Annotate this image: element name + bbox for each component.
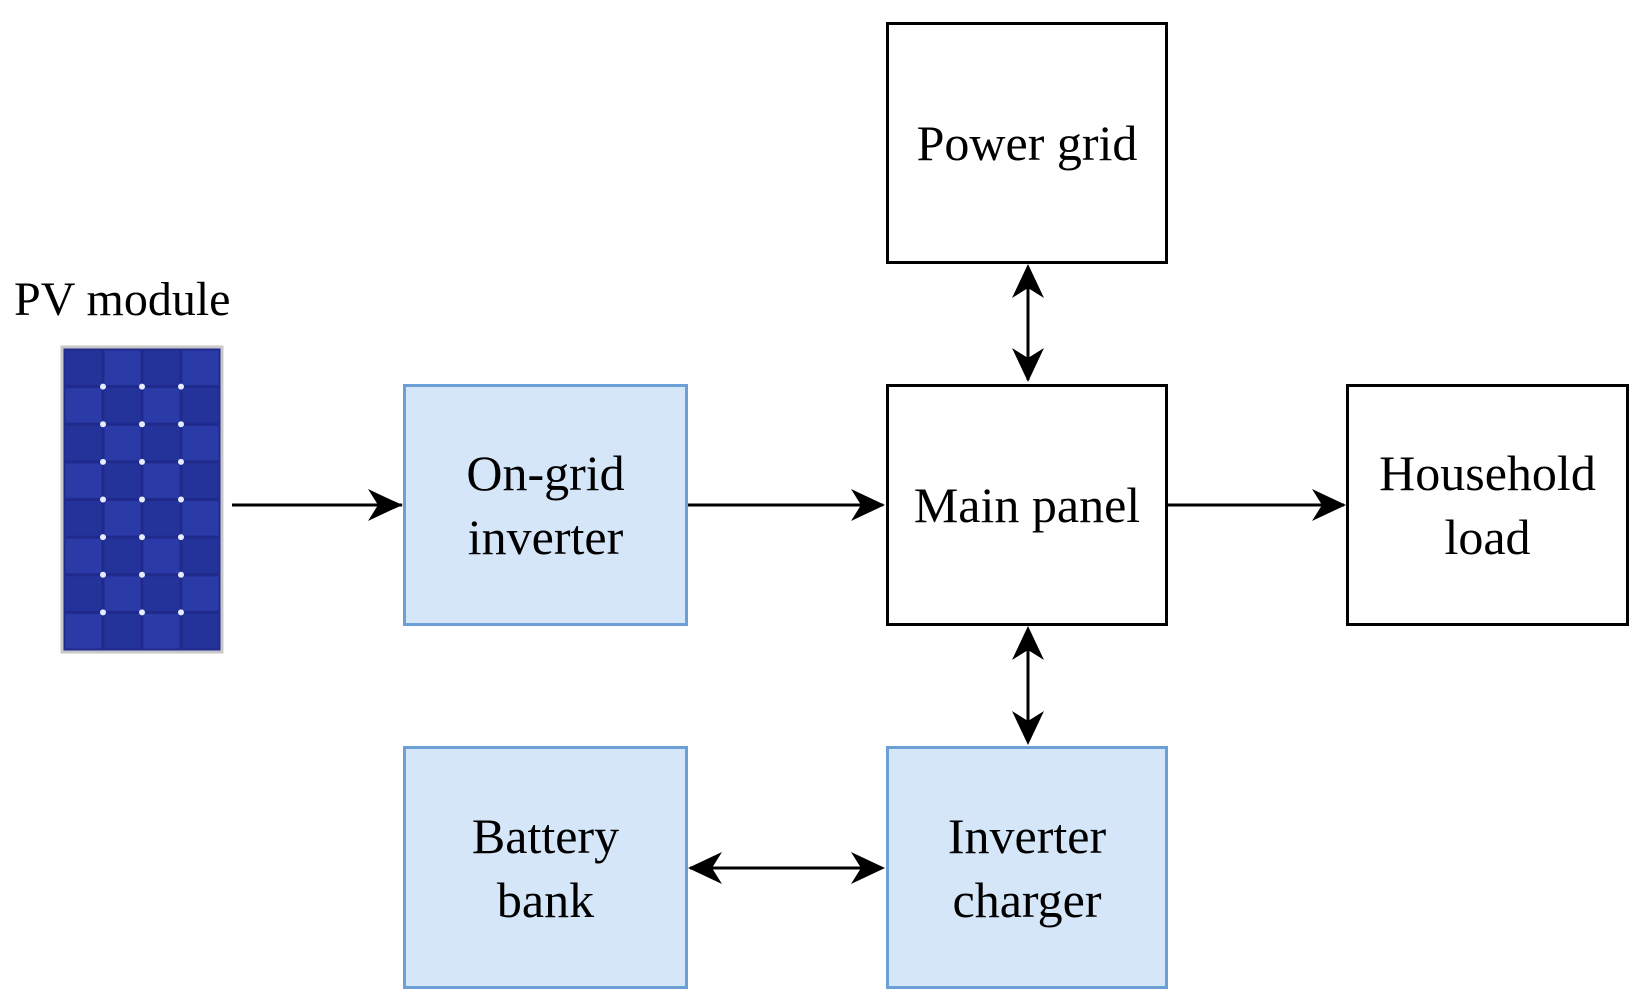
pv-cell xyxy=(65,613,102,649)
pv-cell-joint xyxy=(178,496,184,503)
pv-cell xyxy=(182,501,219,536)
inverter-charger-label-line2: charger xyxy=(952,871,1102,928)
pv-cell-joint xyxy=(100,421,106,428)
pv-cell xyxy=(65,538,102,574)
pv-cell xyxy=(104,576,141,611)
household-load-label-line2: load xyxy=(1444,509,1531,565)
pv-cell-joint xyxy=(178,534,184,541)
pv-cell-joint xyxy=(139,571,145,578)
power-grid-label: Power grid xyxy=(916,115,1138,171)
pv-cell xyxy=(182,538,219,574)
pv-cell xyxy=(104,463,141,498)
battery-bank-label-line1: Battery xyxy=(471,807,620,864)
pv-cell xyxy=(65,388,102,423)
pv-cell xyxy=(143,538,180,574)
pv-cell-joint xyxy=(100,383,106,390)
pv-cell xyxy=(143,425,180,461)
pv-cell-joint xyxy=(139,534,145,541)
pv-cell-joint xyxy=(178,571,184,578)
household-load-node: Household load xyxy=(1346,384,1629,626)
pv-cell xyxy=(104,613,141,649)
inverter-charger-label-line1: Inverter xyxy=(947,807,1107,864)
pv-cell-joint xyxy=(100,571,106,578)
pv-cell xyxy=(65,501,102,536)
pv-cell xyxy=(65,463,102,498)
pv-cell-joint xyxy=(139,383,145,390)
pv-cell xyxy=(182,425,219,461)
main-panel-label: Main panel xyxy=(913,477,1141,533)
pv-cell xyxy=(104,538,141,574)
pv-cell xyxy=(104,425,141,461)
pv-cell-joint xyxy=(178,421,184,428)
pv-cell xyxy=(182,350,219,386)
pv-cell xyxy=(143,388,180,423)
pv-cell xyxy=(104,501,141,536)
pv-cell-joint xyxy=(139,609,145,616)
arrowhead-main-panel-to-household xyxy=(1312,489,1346,521)
arrowhead-down-main-panel xyxy=(1012,348,1044,382)
on-grid-inverter-label-line2: inverter xyxy=(467,509,624,565)
inverter-charger-node: Inverter charger xyxy=(886,746,1168,989)
main-panel-node: Main panel xyxy=(886,384,1168,626)
arrowhead-up-power-grid xyxy=(1012,264,1044,298)
pv-cell xyxy=(182,613,219,649)
pv-cell xyxy=(104,388,141,423)
arrowhead-up-main-panel xyxy=(1012,626,1044,660)
pv-cell xyxy=(182,388,219,423)
pv-cell xyxy=(65,425,102,461)
pv-cell-joint xyxy=(139,458,145,465)
arrowhead-right-inverter-charger xyxy=(851,852,885,884)
on-grid-inverter-label-line1: On-grid xyxy=(466,445,625,501)
household-load-label-line1: Household xyxy=(1379,445,1596,501)
pv-cell xyxy=(182,463,219,498)
arrowhead-down-inverter-charger xyxy=(1012,711,1044,745)
pv-cells xyxy=(65,350,219,649)
battery-bank-label-line2: bank xyxy=(496,871,595,928)
pv-cell-joint xyxy=(178,383,184,390)
pv-cell-joint xyxy=(100,534,106,541)
pv-cell xyxy=(65,576,102,611)
pv-module-icon xyxy=(60,345,224,654)
pv-cell-joint xyxy=(100,458,106,465)
pv-cell-joint xyxy=(178,609,184,616)
pv-cell xyxy=(143,463,180,498)
pv-cell xyxy=(65,350,102,386)
pv-cell xyxy=(143,501,180,536)
pv-cell xyxy=(182,576,219,611)
arrowhead-inverter-to-main-panel xyxy=(851,489,885,521)
pv-cell xyxy=(143,613,180,649)
pv-cell-joint xyxy=(100,496,106,503)
pv-cell-joint xyxy=(178,458,184,465)
pv-cell-joint xyxy=(139,421,145,428)
on-grid-inverter-node: On-grid inverter xyxy=(403,384,688,626)
pv-cell-joint xyxy=(139,496,145,503)
battery-bank-node: Battery bank xyxy=(403,746,688,989)
arrowhead-left-battery xyxy=(688,852,722,884)
pv-module-label: PV module xyxy=(14,273,231,326)
pv-cell-joint xyxy=(100,609,106,616)
pv-cell xyxy=(143,576,180,611)
power-grid-node: Power grid xyxy=(886,22,1168,264)
pv-cell xyxy=(104,350,141,386)
arrowhead-pv-to-inverter xyxy=(368,489,402,521)
pv-cell xyxy=(143,350,180,386)
